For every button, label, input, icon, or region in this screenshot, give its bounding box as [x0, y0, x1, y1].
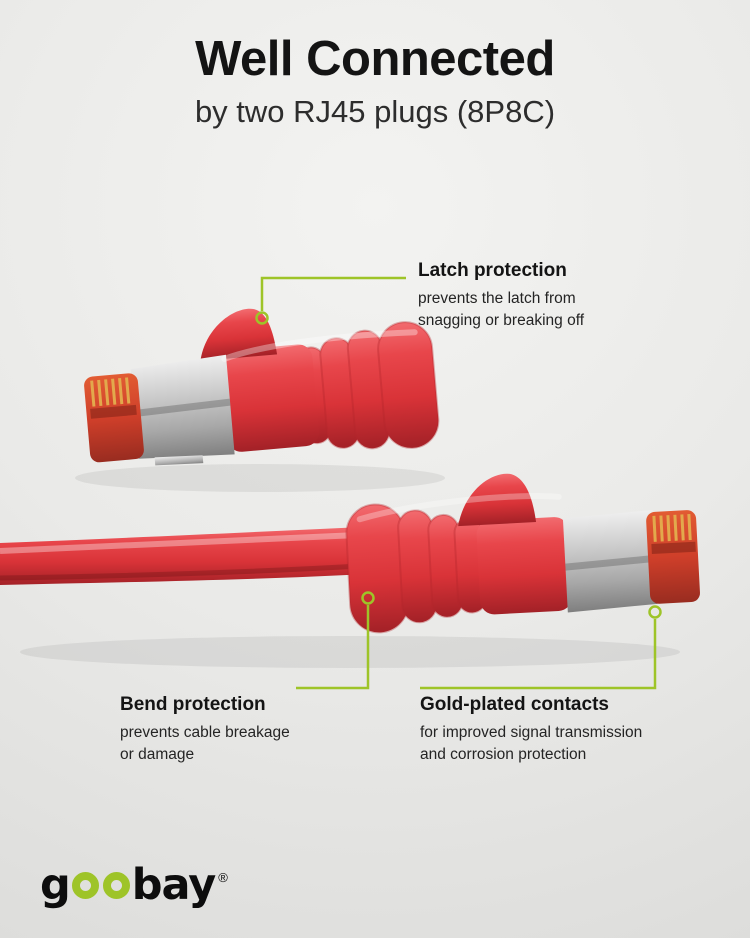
callout-bend-line-2: or damage — [120, 746, 195, 763]
callout-gold-line-1: for improved signal transmission — [420, 724, 643, 741]
callout-gold-line-2: and corrosion protection — [420, 746, 587, 763]
upper-shield-seam — [134, 398, 231, 417]
upper-plug-body — [220, 344, 319, 452]
upper-metal-shield — [130, 354, 235, 459]
latch-callout-line — [255, 276, 406, 325]
lower-gold-contacts — [652, 513, 692, 542]
header: Well Connected by two RJ45 plugs (8P8C) — [0, 32, 750, 130]
page-subtitle: by two RJ45 plugs (8P8C) — [194, 94, 556, 130]
logo-text-g: g — [40, 860, 71, 910]
lower-highlight — [356, 493, 562, 523]
cable-highlight — [0, 532, 359, 554]
upper-highlight — [221, 329, 418, 362]
upper-connector-shadow — [75, 464, 445, 492]
callout-latch-line-2: snagging or breaking off — [418, 312, 585, 329]
page-title: Well Connected — [195, 32, 555, 86]
callout-gold-title: Gold-plated contacts — [420, 694, 609, 715]
upper-strain-relief-boot — [295, 321, 440, 450]
lower-shield-seam — [565, 554, 656, 571]
callout-latch-protection: Latch protection prevents the latch from… — [418, 260, 658, 332]
goobay-logo: g bay ® — [40, 860, 228, 910]
cable-shade — [0, 563, 361, 581]
callout-bend-line-1: prevents cable breakage — [120, 724, 290, 741]
lower-plug-body — [476, 517, 573, 615]
bend-callout-line — [296, 591, 375, 690]
callout-bend-title: Bend protection — [120, 694, 266, 715]
callout-bend-protection: Bend protection prevents cable breakage … — [120, 694, 350, 766]
upper-contact-window — [90, 404, 137, 419]
upper-gold-contacts — [90, 377, 131, 407]
logo-registered-mark: ® — [218, 870, 228, 886]
upper-rj45-connector — [84, 308, 440, 466]
logo-text-bay: bay — [131, 860, 217, 910]
lower-metal-shield — [562, 509, 658, 613]
gold-callout-line — [420, 605, 662, 690]
logo-o-ring-icon — [71, 872, 99, 900]
callout-latch-line-1: prevents the latch from — [418, 290, 576, 307]
lower-contact-window — [651, 541, 696, 555]
lower-plug-tip — [646, 510, 700, 604]
lower-latch — [458, 473, 537, 527]
lower-cable-shadow — [20, 636, 680, 668]
cable-band — [0, 527, 366, 585]
callout-gold-plated-contacts: Gold-plated contacts for improved signal… — [420, 694, 710, 766]
lower-rj45-connector — [345, 473, 700, 634]
callout-latch-title: Latch protection — [418, 260, 567, 281]
lower-patch-cable — [0, 527, 366, 585]
logo-o-ring-icon — [102, 872, 130, 900]
upper-shield-tab — [154, 455, 204, 466]
